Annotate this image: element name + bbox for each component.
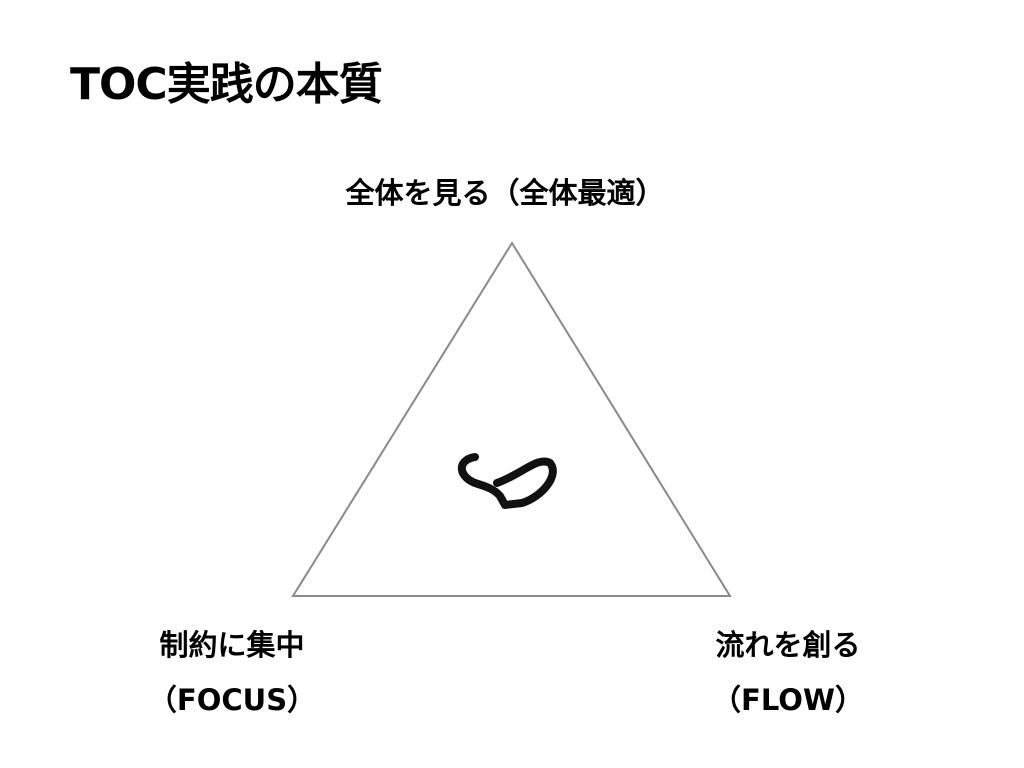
bottom-left-label: 制約に集中: [159, 628, 305, 662]
bottom-right-sublabel: （FLOW）: [712, 683, 864, 717]
center-hand-drawn-mark: [457, 453, 557, 509]
slide-title: TOC実践の本質: [70, 59, 383, 110]
triangle: [291, 241, 732, 597]
bottom-right-label: 流れを創る: [715, 628, 861, 662]
top-vertex-label: 全体を見る（全体最適）: [345, 176, 665, 210]
bottom-left-sublabel: （FOCUS）: [147, 683, 317, 717]
